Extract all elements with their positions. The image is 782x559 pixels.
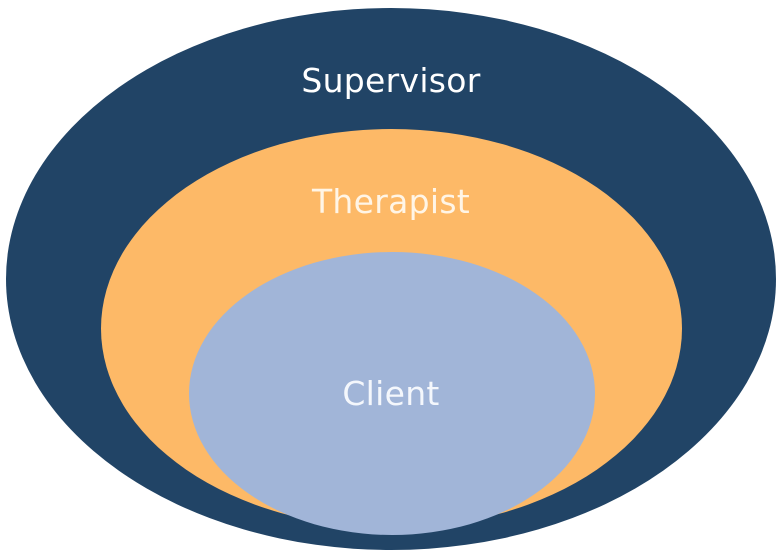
- therapist-label: Therapist: [311, 182, 471, 221]
- supervisor-label: Supervisor: [301, 61, 481, 100]
- client-label: Client: [342, 374, 440, 413]
- client-ellipse: [189, 252, 595, 535]
